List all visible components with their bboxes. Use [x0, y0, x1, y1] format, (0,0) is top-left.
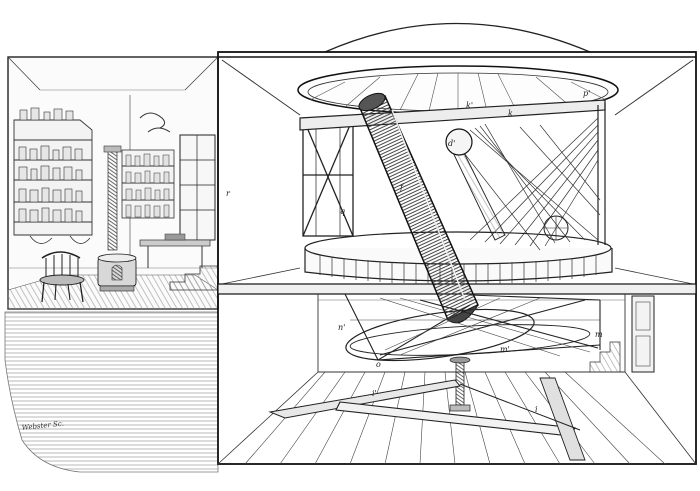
label-r: r: [226, 189, 231, 198]
pulley-wheel: [445, 128, 473, 156]
window: [179, 134, 216, 241]
ground-section: Webster Sc.: [4, 311, 219, 473]
label-d-prime: d': [448, 139, 455, 148]
label-i-prime: i': [372, 389, 377, 398]
pivot-post: [449, 356, 471, 412]
figure-labels: k' k p' d' q f r n' m' m i' i o: [226, 89, 603, 414]
rigging-ropes: [449, 117, 601, 251]
label-i: i: [535, 405, 538, 414]
label-f: f: [399, 183, 405, 192]
label-p-prime: p': [583, 89, 590, 98]
label-k-prime: k': [466, 101, 473, 110]
telescope-tube: [358, 92, 479, 324]
bottle-cabinet: [121, 112, 175, 219]
floor-beams: [268, 377, 586, 461]
dome-arc: [324, 22, 591, 53]
label-o: o: [376, 360, 381, 369]
frame-right: [597, 103, 606, 245]
stove: [97, 253, 137, 292]
label-n-prime: n': [338, 323, 345, 332]
door: [631, 295, 655, 373]
label-m-prime: m': [500, 345, 510, 354]
windsor-chair: [39, 251, 85, 303]
label-q: q: [340, 207, 345, 216]
laboratory-room: [7, 56, 219, 310]
lower-framework: [344, 293, 601, 362]
frame-left: [302, 117, 354, 237]
label-k: k: [508, 109, 513, 118]
lower-rigging-ropes: [350, 297, 600, 357]
desk: [139, 233, 211, 268]
label-m: m: [595, 330, 603, 339]
lower-stairs: [589, 341, 621, 373]
stove-pipe: [103, 145, 122, 251]
jar-shelves: [13, 107, 93, 244]
observatory-building: k' k p' d' q f r n' m' m i' i o: [217, 22, 697, 465]
